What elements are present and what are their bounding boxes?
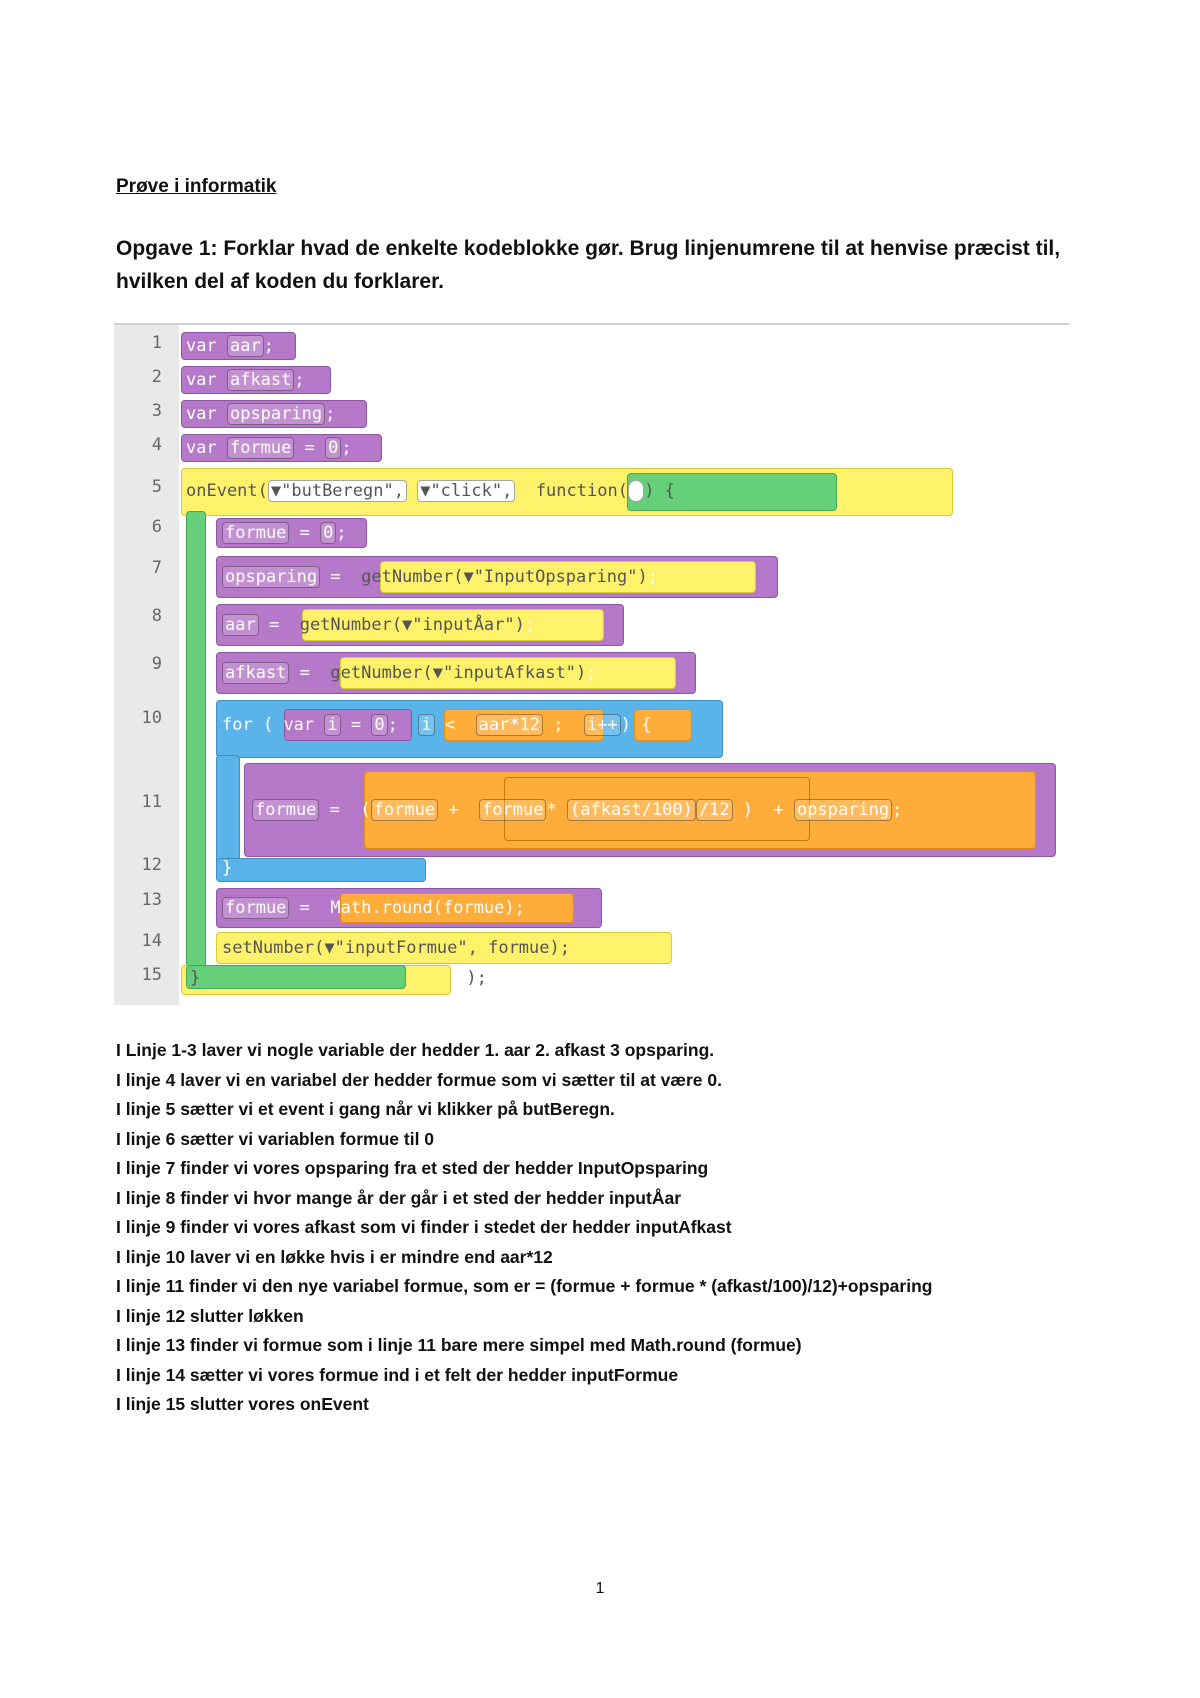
explanation-line: I linje 13 finder vi formue som i linje …: [116, 1335, 802, 1355]
code-block-line-4: [181, 434, 382, 462]
math-round-block: [340, 893, 574, 923]
code-line-14: setNumber(▼"inputFormue", formue);: [222, 938, 570, 958]
code-editor-screenshot: 1 2 3 4 5 6 7 8 9 10 11 12 13 14 15 var …: [114, 323, 1069, 1005]
line-number: 15: [141, 965, 162, 985]
line-number: 2: [151, 367, 162, 387]
line-number: 5: [151, 477, 162, 497]
getnumber-block-line-9: [340, 657, 676, 689]
code-line-5: onEvent(▼"butBeregn", ▼"click", function…: [186, 480, 675, 502]
line-number: 13: [141, 890, 162, 910]
explanation-line: I Linje 1-3 laver vi nogle variable der …: [116, 1040, 715, 1060]
code-line-10: for ( var i = 0; i < aar*12 ; i++) {: [222, 714, 652, 736]
explanation-line: I linje 5 sætter vi et event i gang når …: [116, 1099, 615, 1119]
explanation-line: I linje 15 slutter vores onEvent: [116, 1394, 369, 1414]
task-heading: Opgave 1: Forklar hvad de enkelte kodebl…: [116, 237, 1061, 293]
line-number: 11: [141, 792, 162, 812]
line-number: 9: [151, 654, 162, 674]
code-line-7: opsparing = getNumber(▼"InputOpsparing")…: [222, 566, 658, 588]
document-title: Prøve i informatik: [116, 176, 277, 197]
for-loop-end-line-12: [216, 858, 426, 882]
code-line-8: aar = getNumber(▼"inputÅar");: [222, 614, 535, 636]
explanation-line: I linje 8 finder vi hvor mange år der gå…: [116, 1187, 681, 1208]
explanation-line: I linje 6 sætter vi variablen formue til…: [116, 1128, 435, 1149]
line-number: 8: [151, 606, 162, 626]
for-increment-block: [634, 709, 692, 741]
code-block-line-3: [181, 400, 367, 428]
getnumber-block-line-8: [302, 609, 604, 641]
for-condition-block: [444, 709, 604, 741]
line-number: 1: [151, 333, 162, 353]
function-body-bar: [186, 511, 206, 987]
code-line-11: formue = (formue + formue* (afkast/100)/…: [252, 799, 902, 821]
line-number: 14: [141, 931, 162, 951]
code-line-3: var opsparing;: [186, 403, 336, 425]
line-number-gutter: 1 2 3 4 5 6 7 8 9 10 11 12 13 14 15: [114, 325, 179, 1005]
explanation-line: I linje 10 laver vi en løkke hvis i er m…: [116, 1246, 553, 1267]
code-line-2: var afkast;: [186, 369, 305, 391]
for-init-block: [284, 709, 412, 741]
explanation-line: I linje 14 sætter vi vores formue ind i …: [116, 1364, 679, 1385]
code-line-13: formue = Math.round(formue);: [222, 897, 525, 919]
code-line-1: var aar;: [186, 335, 274, 357]
code-line-9: afkast = getNumber(▼"inputAfkast");: [222, 662, 597, 684]
line-number: 4: [151, 435, 162, 455]
code-line-12: }: [222, 858, 233, 878]
line-number: 7: [151, 558, 162, 578]
code-block-line-6: [216, 518, 367, 548]
code-block-line-14: [216, 932, 672, 964]
code-line-4: var formue = 0;: [186, 437, 352, 459]
line-number: 10: [141, 708, 162, 728]
explanation-line: I linje 4 laver vi en variabel der hedde…: [116, 1069, 722, 1090]
function-end-block: [186, 965, 406, 989]
inner-expression-block: [504, 777, 810, 841]
line-number: 6: [151, 517, 162, 537]
code-block-line-1: [181, 332, 296, 360]
explanation-list: I Linje 1-3 laver vi nogle variable der …: [116, 1036, 932, 1420]
code-line-15: } );: [190, 968, 487, 988]
function-block: [627, 473, 837, 511]
line-number: 3: [151, 401, 162, 421]
page-number: 1: [595, 1580, 605, 1597]
explanation-line: I linje 7 finder vi vores opsparing fra …: [116, 1158, 709, 1178]
code-block-line-2: [181, 366, 331, 394]
explanation-line: I linje 11 finder vi den nye variabel fo…: [116, 1276, 933, 1296]
explanation-line: I linje 12 slutter løkken: [116, 1305, 304, 1326]
for-loop-body-bar: [216, 755, 240, 867]
line-number: 12: [141, 855, 162, 875]
code-line-6: formue = 0;: [222, 522, 347, 544]
explanation-line: I linje 9 finder vi vores afkast som vi …: [116, 1217, 732, 1237]
getnumber-block-line-7: [380, 561, 756, 593]
